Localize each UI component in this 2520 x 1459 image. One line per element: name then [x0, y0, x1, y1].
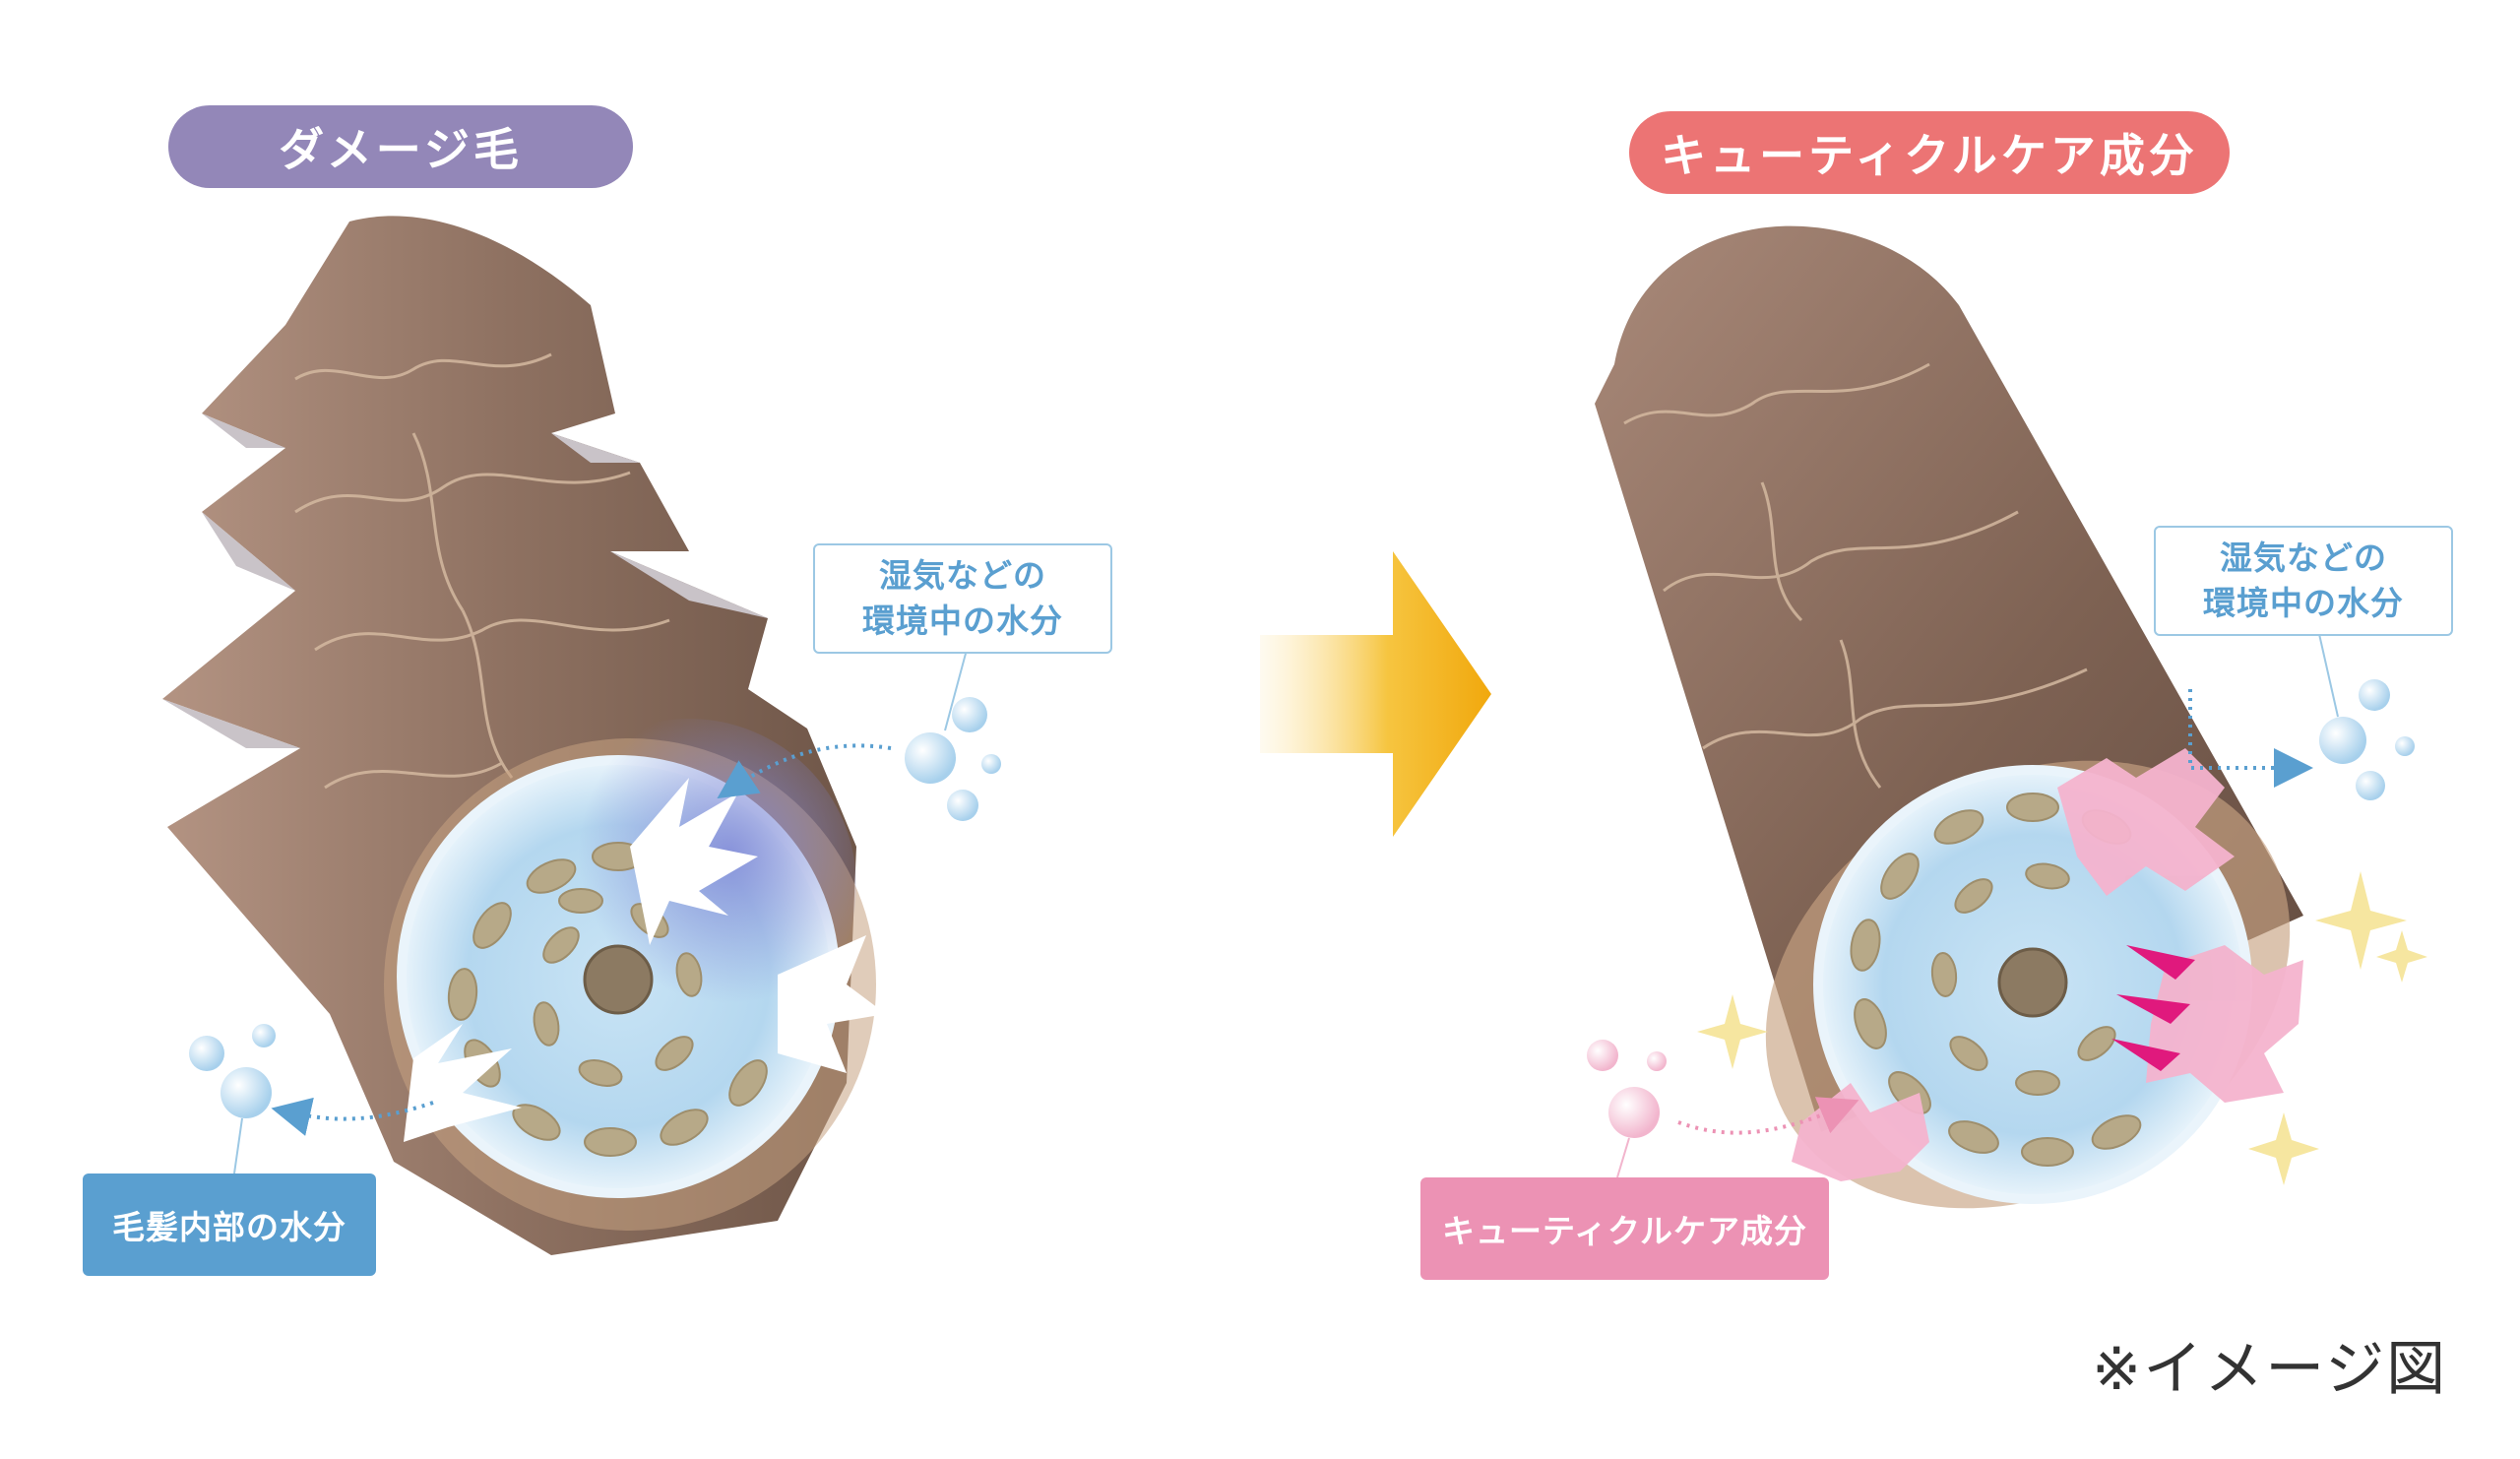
damaged-hair-title: ダメージ毛	[168, 105, 633, 188]
left-bubbles-out	[189, 1024, 434, 1174]
right-bubbles-out	[2188, 633, 2415, 800]
left-callout-line2: 環境中の水分	[862, 602, 1063, 640]
image-note: ※イメージ図	[2092, 1335, 2448, 1404]
damaged-cross-section	[384, 719, 886, 1231]
right-callout-line1: 湿気などの	[2220, 539, 2387, 577]
left-moisture-callout: 湿気などの 環境中の水分	[813, 543, 1112, 654]
right-bubbles-pink	[1587, 1040, 1859, 1178]
transition-arrow	[1260, 551, 1491, 837]
cuticle-care-title: キューティクルケア成分	[1629, 111, 2230, 194]
healthy-cross-section	[1792, 748, 2303, 1204]
right-callout-line2: 環境中の水分	[2203, 584, 2404, 622]
care-ingredient-label: キューティクルケア成分	[1420, 1177, 1829, 1280]
internal-moisture-label: 毛髪内部の水分	[83, 1174, 376, 1276]
right-moisture-callout: 湿気などの 環境中の水分	[2154, 526, 2453, 636]
sparkle-icons	[1697, 871, 2427, 1185]
left-callout-line1: 湿気などの	[879, 556, 1046, 595]
left-bubbles-in	[717, 649, 1001, 821]
